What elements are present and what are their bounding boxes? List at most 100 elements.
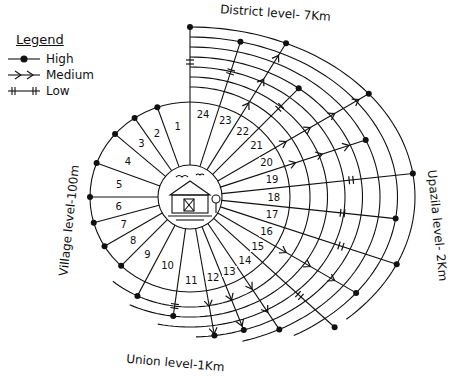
spoke-dot xyxy=(187,24,193,30)
bird xyxy=(176,176,188,178)
callout-number: 14 xyxy=(238,255,253,266)
low-tick xyxy=(298,294,303,300)
spoke-line xyxy=(218,213,356,293)
spoke-dot xyxy=(94,160,100,166)
low-tick xyxy=(275,106,281,112)
callout-number: 15 xyxy=(250,241,265,252)
low-tick xyxy=(342,243,344,251)
bird xyxy=(196,174,204,175)
callout-number: 21 xyxy=(249,140,264,151)
callout-number: 11 xyxy=(184,275,199,286)
level-label: Upazila level- 2Km xyxy=(424,169,449,282)
low-sample-tick xyxy=(11,87,12,95)
medium-sample-arrow xyxy=(27,71,33,79)
callout-number: 7 xyxy=(119,219,127,230)
spoke-dot xyxy=(283,40,289,46)
spoke-dot xyxy=(118,263,124,269)
spoke-dot xyxy=(237,39,243,45)
spoke-line xyxy=(121,220,167,266)
level-ring xyxy=(190,27,415,319)
spoke-line xyxy=(137,225,175,296)
spoke-dot xyxy=(296,85,302,91)
spoke-line xyxy=(200,42,241,167)
spoke-dot xyxy=(91,220,97,226)
spoke-dot xyxy=(394,261,400,267)
spoke-dot xyxy=(410,171,416,177)
callout-number: 8 xyxy=(129,235,137,246)
low-tick xyxy=(226,73,234,75)
spoke-dot xyxy=(393,216,399,222)
spoke-line xyxy=(222,174,413,194)
ground-line xyxy=(168,215,212,216)
medium-arrow xyxy=(303,260,310,267)
medium-arrow xyxy=(289,161,296,169)
callout-number: 17 xyxy=(265,209,280,220)
spoke-dot xyxy=(134,293,140,299)
callout-number: 3 xyxy=(137,138,145,149)
medium-arrow xyxy=(236,319,243,326)
spoke-line xyxy=(105,213,163,246)
ground-line xyxy=(176,219,204,220)
callout-number: 9 xyxy=(143,249,151,260)
low-tick xyxy=(352,176,354,184)
low-tick xyxy=(171,304,179,305)
spoke-line xyxy=(90,196,158,197)
medium-arrow xyxy=(342,143,349,151)
spoke-line xyxy=(214,218,335,327)
medium-arrow xyxy=(209,327,217,334)
legend-text: Low xyxy=(46,85,70,98)
spoke-dot xyxy=(87,194,93,200)
spoke-dot xyxy=(363,137,369,143)
callout-number: 13 xyxy=(222,266,237,277)
level-ring xyxy=(190,57,363,337)
legend-title: Legend xyxy=(16,33,64,47)
low-tick xyxy=(343,209,345,217)
tree-crown xyxy=(212,195,220,203)
spoke-dot xyxy=(170,313,176,319)
low-sample-tick xyxy=(35,87,36,95)
medium-arrow xyxy=(279,141,286,148)
legend-text: Medium xyxy=(46,69,94,82)
medium-arrow xyxy=(279,246,286,253)
level-ring xyxy=(130,77,328,317)
spoke-dot xyxy=(366,91,372,97)
spoke-dot xyxy=(353,290,359,296)
door-cross xyxy=(184,199,194,211)
callout-number: 24 xyxy=(196,109,211,120)
low-sample-tick xyxy=(32,87,33,95)
callout-number: 4 xyxy=(124,156,132,167)
legend-samples xyxy=(8,56,40,95)
spoke-dot xyxy=(332,324,338,330)
medium-arrow xyxy=(303,127,310,134)
spoke-line xyxy=(189,27,190,165)
low-sample-tick xyxy=(14,87,15,95)
level-label: District level- 7Km xyxy=(219,3,330,24)
level-label: Village level-100m xyxy=(57,164,82,276)
house-wall xyxy=(172,195,208,213)
spoke-line xyxy=(220,140,365,187)
medium-arrow xyxy=(245,282,252,289)
spoke-line xyxy=(135,118,172,171)
door-cross xyxy=(184,199,194,211)
callout-number: 19 xyxy=(265,174,280,185)
medium-arrow xyxy=(327,274,334,281)
spoke-line xyxy=(202,227,244,330)
low-tick xyxy=(227,69,235,71)
spoke-line xyxy=(173,229,185,316)
medium-sample xyxy=(8,74,40,75)
spoke-line xyxy=(115,134,165,176)
spoke-dot xyxy=(241,327,247,333)
spoke-dot xyxy=(132,115,138,121)
house-door xyxy=(184,199,194,211)
level-label: Union level-1Km xyxy=(125,352,224,374)
spoke-dot xyxy=(102,243,108,249)
medium-arrow xyxy=(204,300,212,307)
low-tick xyxy=(170,307,178,308)
tree-trunk xyxy=(215,203,216,213)
medium-arrow xyxy=(327,113,334,120)
medium-arrow xyxy=(315,152,322,160)
medium-arrow xyxy=(257,79,264,86)
callout-number: 12 xyxy=(206,272,221,283)
spoke-dot xyxy=(276,326,282,332)
